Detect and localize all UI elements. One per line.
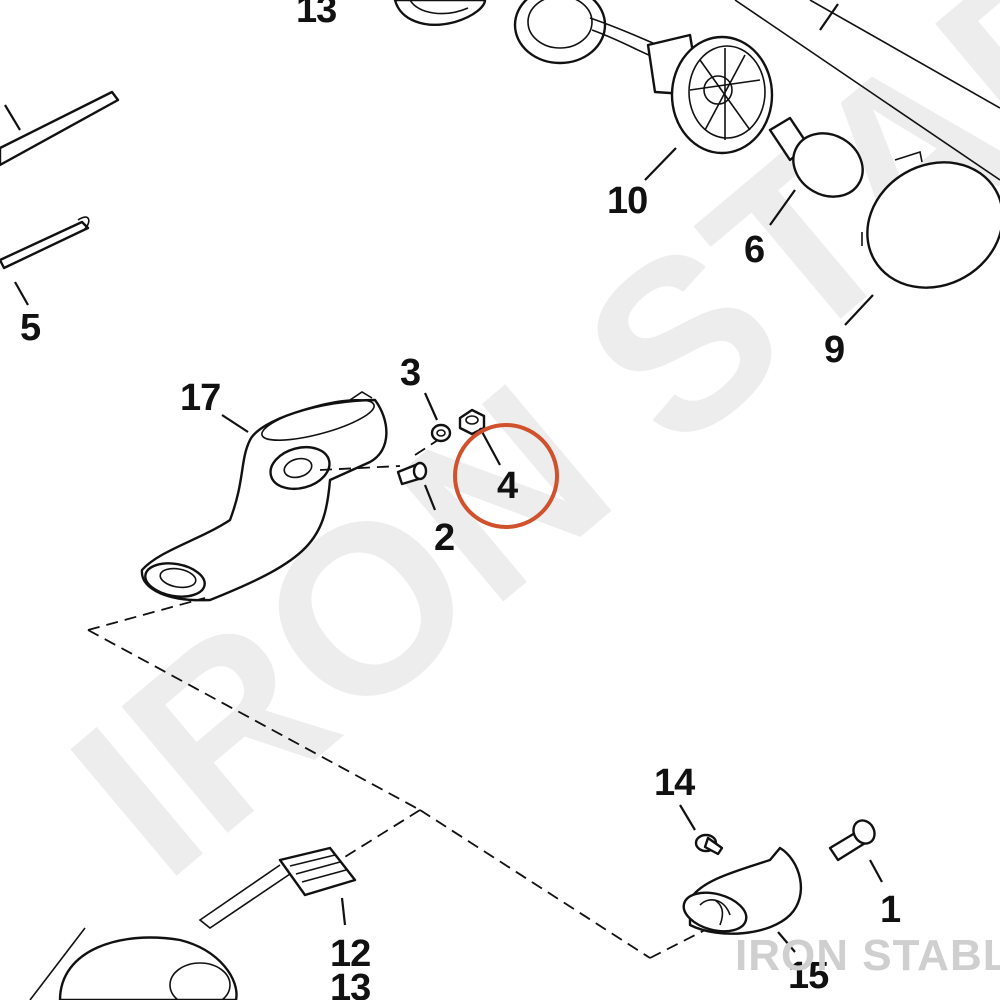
lens-cap xyxy=(861,150,1000,289)
top-right-frame-lines xyxy=(734,0,1000,181)
callout-2: 2 xyxy=(434,517,454,559)
callout-4: 4 xyxy=(497,465,518,507)
lamp-lens-assembly xyxy=(646,33,774,155)
bulb xyxy=(768,116,864,198)
callout-1: 1 xyxy=(880,889,901,931)
connector xyxy=(198,846,357,929)
watermark: IRON STABLE xyxy=(25,0,1000,925)
callout-numbers: 13 10 6 5 9 3 17 4 2 14 1 12 13 15 xyxy=(20,0,902,1000)
callout-13-bottom: 13 xyxy=(330,967,370,1000)
mounting-rod xyxy=(0,90,120,167)
wire-tie xyxy=(0,216,90,270)
washer-14 xyxy=(694,833,724,856)
lower-bracket xyxy=(682,846,803,935)
callout-13-top: 13 xyxy=(296,0,336,31)
leader-lines xyxy=(14,147,883,953)
callout-12: 12 xyxy=(330,933,370,975)
callout-3: 3 xyxy=(400,352,420,394)
callout-10: 10 xyxy=(607,180,647,222)
washer xyxy=(430,423,452,443)
callout-9: 9 xyxy=(824,329,844,371)
callout-15: 15 xyxy=(788,955,829,997)
lamp-housing-top xyxy=(393,0,661,65)
callout-14: 14 xyxy=(654,762,695,804)
brand-stamp: IRON STABLE xyxy=(735,931,1000,980)
highlight-circle xyxy=(453,423,559,529)
watermark-text: IRON STABLE xyxy=(25,0,1000,925)
bolt-1 xyxy=(828,819,876,862)
hardware-small xyxy=(396,408,486,486)
callout-5: 5 xyxy=(20,307,41,349)
assembly-lines xyxy=(87,439,706,959)
callout-17: 17 xyxy=(180,377,220,419)
callout-6: 6 xyxy=(744,229,764,271)
bracket xyxy=(140,391,388,602)
lamp-housing-bottom xyxy=(29,927,238,1000)
